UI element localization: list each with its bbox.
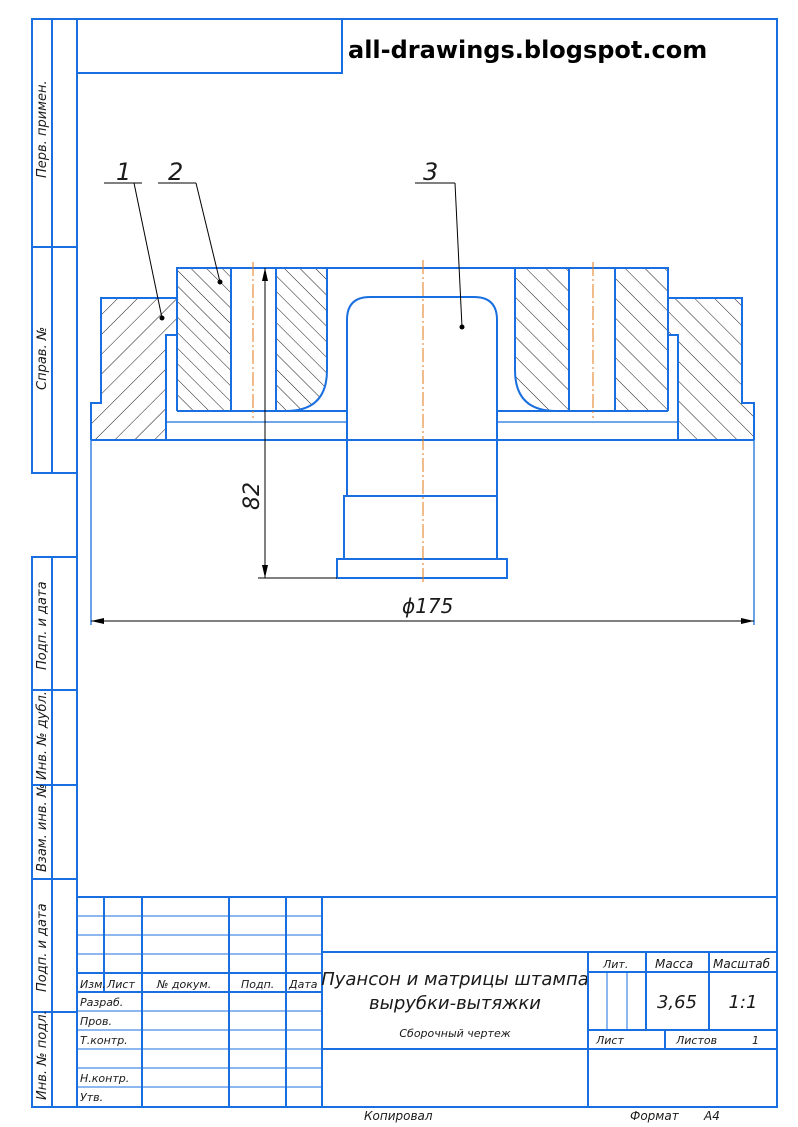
signature-rows: Разраб. Пров. Т.контр. Н.контр. Утв. xyxy=(80,996,129,1104)
scale-value: 1:1 xyxy=(729,992,758,1013)
header-podp: Подп. xyxy=(241,978,274,991)
label-podp-data-1: Подп. и дата xyxy=(35,581,50,670)
scale-label: Масштаб xyxy=(713,957,771,971)
footer-copied: Копировал xyxy=(364,1109,433,1123)
dimension-diameter: ϕ175 xyxy=(91,594,754,624)
doc-subtitle: Сборочный чертеж xyxy=(399,1027,510,1040)
callout-2: 2 xyxy=(158,158,223,285)
left-side-columns xyxy=(31,18,78,1108)
revision-headers: Изм. Лист № докум. Подп. Дата xyxy=(80,978,318,991)
sheets-label: Листов xyxy=(675,1034,717,1047)
callout-1: 1 xyxy=(104,158,165,321)
header-izm: Изм. xyxy=(80,978,106,991)
label-sprav-no: Справ. № xyxy=(35,327,50,390)
label-perv-primen: Перв. примен. xyxy=(35,80,50,178)
dim-height-text: 82 xyxy=(240,482,265,510)
label-vzam-inv: Взам. инв. № xyxy=(35,784,50,872)
label-inv-podl: Инв. № подл. xyxy=(35,1010,50,1100)
dimension-height: 82 xyxy=(240,268,337,579)
row-prov: Пров. xyxy=(80,1015,112,1028)
info-cells: Лит. Масса Масштаб 3,65 1:1 Лист Листов … xyxy=(587,952,777,1107)
doc-title-line2: вырубки-вытяжки xyxy=(369,993,541,1014)
side-labels: Перв. примен. Справ. № Подп. и дата Инв.… xyxy=(35,80,50,1100)
centre-lines xyxy=(252,260,594,585)
callout-3-label: 3 xyxy=(423,158,438,186)
dim-diameter-text: ϕ175 xyxy=(402,594,453,618)
label-podp-data-2: Подп. и дата xyxy=(35,903,50,992)
callout-2-label: 2 xyxy=(168,158,183,186)
header-data: Дата xyxy=(288,978,318,991)
row-razrab: Разраб. xyxy=(80,996,123,1009)
row-nkontr: Н.контр. xyxy=(80,1072,129,1085)
sheets-value: 1 xyxy=(752,1034,759,1047)
footer-format-value: А4 xyxy=(703,1109,720,1123)
doc-title-line1: Пуансон и матрицы штампа xyxy=(321,969,589,990)
header-no-dokum: № докум. xyxy=(156,978,211,991)
sheet-label: Лист xyxy=(595,1034,624,1047)
mass-value: 3,65 xyxy=(657,992,697,1013)
revision-grid xyxy=(77,897,322,1107)
callout-1-label: 1 xyxy=(116,158,131,186)
mass-label: Масса xyxy=(655,957,693,971)
lit-label: Лит. xyxy=(602,958,628,971)
row-utv: Утв. xyxy=(80,1091,103,1104)
row-tkontr: Т.контр. xyxy=(80,1034,128,1047)
assembly-drawing: 82 ϕ175 1 2 3 xyxy=(90,158,755,625)
header-list: Лист xyxy=(106,978,135,991)
hatching xyxy=(91,268,754,440)
callout-3: 3 xyxy=(415,158,465,330)
label-inv-dubl: Инв. № дубл. xyxy=(35,691,50,780)
site-title: all-drawings.blogspot.com xyxy=(348,36,707,64)
footer: Копировал Формат А4 xyxy=(364,1109,720,1123)
footer-format-label: Формат xyxy=(630,1109,680,1123)
title-block: Изм. Лист № докум. Подп. Дата Разраб. Пр… xyxy=(77,896,777,1107)
